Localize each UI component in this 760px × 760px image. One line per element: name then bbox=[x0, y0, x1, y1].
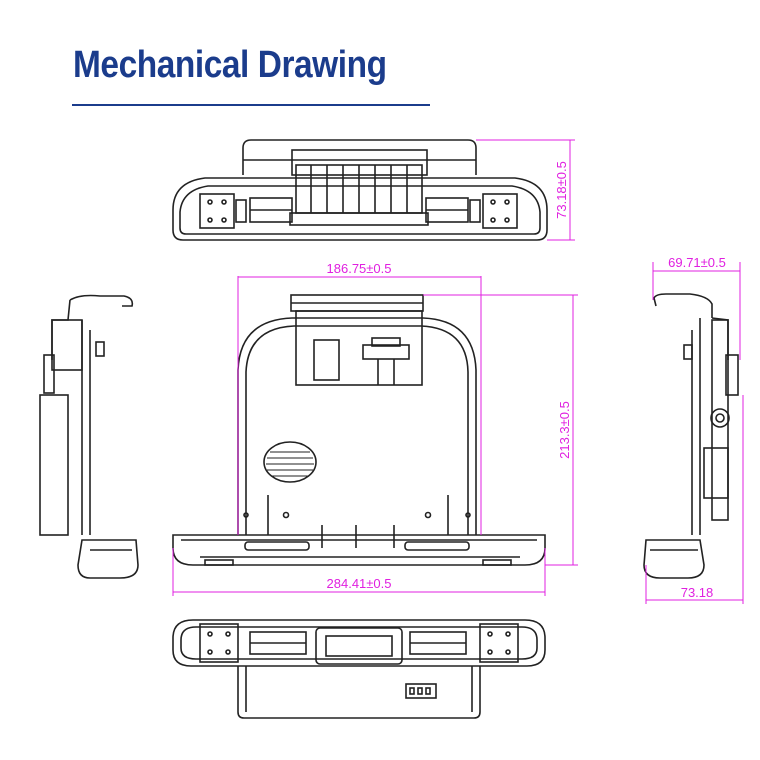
dim-front-overall-width: 284.41±0.5 bbox=[327, 576, 392, 591]
dim-side-bottom-depth: 73.18 bbox=[681, 585, 714, 600]
bottom-view bbox=[172, 619, 546, 719]
right-side-view bbox=[643, 293, 739, 579]
front-view bbox=[172, 294, 546, 566]
left-side-view bbox=[39, 294, 139, 579]
dim-side-top-depth: 69.71±0.5 bbox=[668, 255, 726, 270]
title-underline bbox=[72, 104, 430, 106]
dimension-lines bbox=[172, 139, 744, 604]
dim-front-inner-width: 186.75±0.5 bbox=[327, 261, 392, 276]
dim-top-depth: 73.18±0.5 bbox=[554, 161, 569, 219]
dim-front-height: 213.3±0.5 bbox=[557, 401, 572, 459]
top-view bbox=[172, 139, 548, 241]
page-title: Mechanical Drawing bbox=[73, 44, 387, 86]
